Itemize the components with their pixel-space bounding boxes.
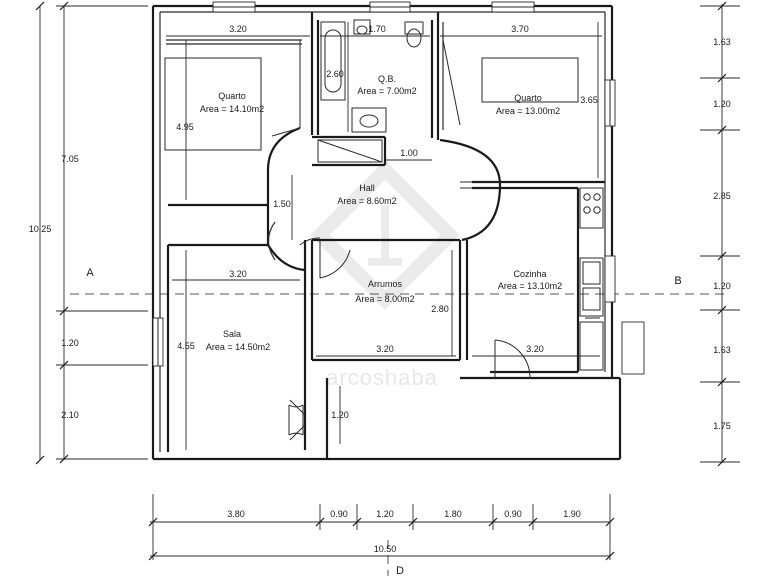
- dim-wc-width: 1.70: [368, 24, 386, 34]
- dim-sala-depth: 4.55: [177, 341, 195, 351]
- room-cozinha-area: Area = 13.10m2: [498, 281, 562, 291]
- left-dimension-chain: 7.05 10.25 1.20 2.10: [29, 1, 148, 465]
- dim-bottom-3: 1.20: [376, 509, 394, 519]
- section-label-b: B: [674, 275, 681, 287]
- dim-right-6: 1.75: [713, 421, 731, 431]
- dim-right-1: 1.63: [713, 37, 731, 47]
- dim-q1-width: 3.20: [229, 24, 247, 34]
- watermark-text: arcoshaba: [326, 365, 438, 390]
- dim-cozinha-width: 3.20: [526, 344, 544, 354]
- dim-right-4: 1.20: [713, 281, 731, 291]
- dim-hall-width: 1.50: [273, 199, 291, 209]
- bottom-dimension-chain: 3.80 0.90 1.20 1.80 0.90 1.90 10.50: [148, 494, 615, 561]
- dim-sala-width: 3.20: [229, 269, 247, 279]
- dim-left-total: 10.25: [29, 224, 52, 234]
- room-labels: Quarto Area = 14.10m2 Q.B. Area = 7.00m2…: [200, 74, 562, 352]
- wardrobes: [164, 22, 579, 151]
- dim-left-top: 7.05: [61, 154, 79, 164]
- dim-right-5: 1.63: [713, 345, 731, 355]
- dim-bottom-4: 1.80: [444, 509, 462, 519]
- dim-left-mid: 1.20: [61, 338, 79, 348]
- dim-bottom-2: 0.90: [330, 509, 348, 519]
- room-sala-area: Area = 14.50m2: [206, 342, 270, 352]
- walls: [151, 4, 622, 461]
- dim-right-2: 1.20: [713, 99, 731, 109]
- dim-hall-small: 1.00: [400, 148, 418, 158]
- dim-wc-depth: 2.60: [326, 69, 344, 79]
- section-label-a: A: [86, 267, 94, 279]
- dim-bottom-6: 1.90: [563, 509, 581, 519]
- dim-entrance-depth: 1.20: [331, 410, 349, 420]
- dim-arrumos-depth: 2.80: [431, 304, 449, 314]
- room-arrumos-area: Area = 8.00m2: [355, 294, 414, 304]
- windows: [152, 1, 645, 375]
- dim-arrumos-width: 3.20: [376, 344, 394, 354]
- dim-bottom-total: 10.50: [374, 544, 397, 554]
- room-quarto-1-area: Area = 14.10m2: [200, 104, 264, 114]
- doors: [271, 127, 531, 441]
- room-sala-name: Sala: [223, 329, 241, 339]
- right-dimension-chain: 1.63 1.20 2.85 1.20 1.63 1.75: [700, 1, 740, 467]
- room-quarto-2-area: Area = 13.00m2: [496, 106, 560, 116]
- watermark: arcoshaba: [310, 160, 460, 390]
- interior-dimension-lines: [166, 22, 602, 450]
- room-cozinha-name: Cozinha: [513, 269, 546, 279]
- room-hall-area: Area = 8.60m2: [337, 196, 396, 206]
- dim-bottom-5: 0.90: [504, 509, 522, 519]
- kitchen-fixtures: [579, 187, 604, 371]
- room-quarto-2-name: Quarto: [514, 93, 542, 103]
- dim-q2-width: 3.70: [511, 24, 529, 34]
- dim-left-bottom: 2.10: [61, 410, 79, 420]
- interior-dimension-labels: 3.20 1.70 3.70 2.60 4.95 3.65 1.00 1.50 …: [176, 24, 598, 420]
- dim-q2-depth: 3.65: [580, 95, 598, 105]
- section-axis-lines: [70, 293, 730, 576]
- room-wc-area: Area = 7.00m2: [357, 86, 416, 96]
- dim-right-3: 2.85: [713, 191, 731, 201]
- bathroom-fixtures: [317, 19, 424, 163]
- dim-q1-depth: 4.95: [176, 122, 194, 132]
- room-hall-name: Hall: [359, 183, 375, 193]
- room-wc-name: Q.B.: [378, 74, 396, 84]
- section-labels: A B D: [86, 267, 681, 576]
- room-quarto-1-name: Quarto: [218, 91, 246, 101]
- section-label-d: D: [396, 565, 404, 576]
- dim-bottom-1: 3.80: [227, 509, 245, 519]
- room-arrumos-name: Arrumos: [368, 279, 403, 289]
